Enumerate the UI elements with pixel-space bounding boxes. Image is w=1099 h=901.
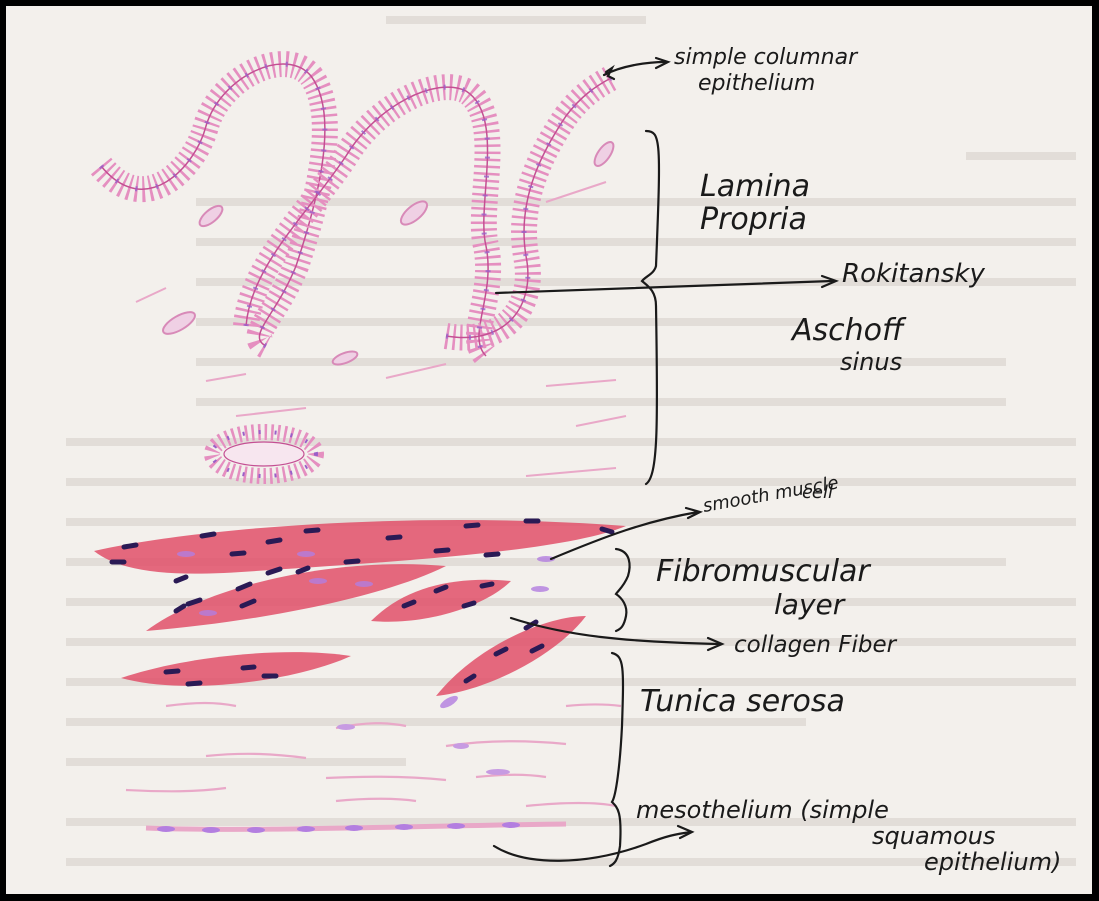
muscle-nuclei <box>109 518 615 687</box>
label-layer: layer <box>774 588 846 621</box>
label-mesothelium: mesothelium (simple <box>636 796 889 824</box>
ink-annotations <box>492 56 840 868</box>
label-sinus: sinus <box>840 348 902 376</box>
label-lamina: Lamina <box>700 169 810 204</box>
serosa-bracket <box>608 651 625 868</box>
muscle-bundle-1 <box>94 520 626 574</box>
lamina-propria-cells <box>135 141 627 477</box>
collagen-leader <box>509 616 722 646</box>
mucosal-folds <box>90 51 618 366</box>
label-collagen: collagen Fiber <box>734 632 898 658</box>
histology-drawing: simple columnar epithelium Lamina Propri… <box>66 16 1076 876</box>
label-fibromuscular: Fibromuscular <box>656 554 871 589</box>
bleed-through-text <box>66 16 1076 866</box>
collagen-nuclei <box>177 551 555 709</box>
drawing-paper: simple columnar epithelium Lamina Propri… <box>6 6 1092 894</box>
label-aschoff: Aschoff <box>790 313 907 348</box>
mesothelium-drawing <box>145 821 567 833</box>
aschoff-sinus-drawing <box>204 424 324 484</box>
label-epithelium-close: epithelium) <box>924 848 1061 876</box>
label-propria: Propria <box>700 202 807 237</box>
lamina-propria-bracket <box>640 129 661 486</box>
fibromuscular-bundles <box>94 518 626 709</box>
epithelium-fold-3 <box>443 66 618 351</box>
mesothelium-leader <box>492 830 693 862</box>
label-cell: cell <box>802 482 833 503</box>
muscle-bundle-2 <box>146 564 446 631</box>
label-squamous: squamous <box>872 822 995 850</box>
smooth-muscle-leader <box>549 510 700 561</box>
handwritten-labels: simple columnar epithelium Lamina Propri… <box>636 45 1061 876</box>
fibromuscular-bracket <box>614 547 631 633</box>
serosa-nuclei <box>337 724 510 775</box>
rokitansky-leader <box>494 279 834 295</box>
label-rokitansky: Rokitansky <box>842 259 985 289</box>
serosa-fibers <box>125 701 622 808</box>
label-simple-columnar-1: simple columnar <box>674 45 859 70</box>
label-simple-columnar-2: epithelium <box>698 71 815 96</box>
muscle-bundle-3 <box>371 579 511 622</box>
muscle-bundle-5 <box>121 652 351 686</box>
label-tunica-serosa: Tunica serosa <box>640 684 845 719</box>
